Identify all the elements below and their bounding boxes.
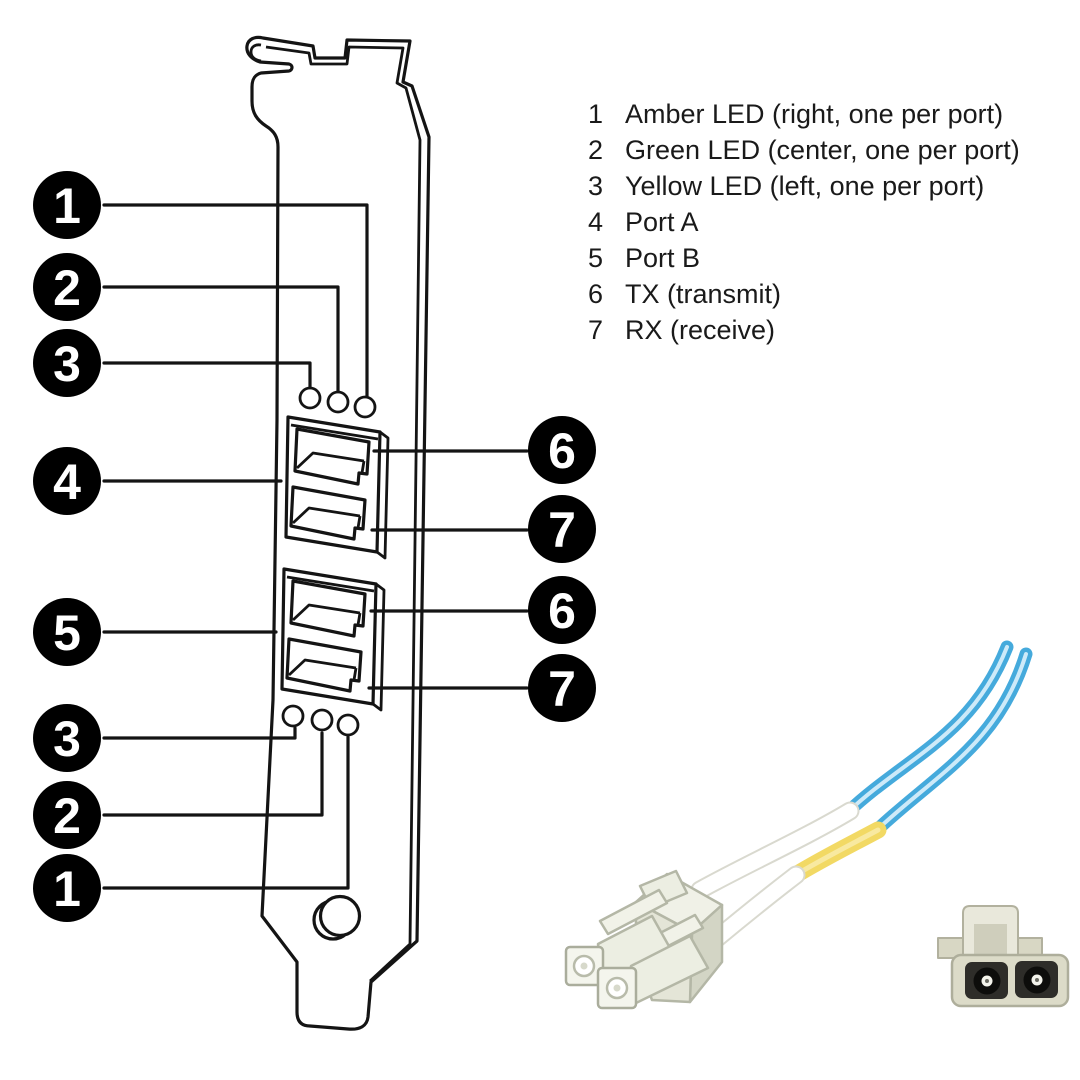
connector-latch-lever-1 [598,888,669,936]
badge-number: 6 [548,583,576,639]
coupler-core-right [1035,978,1039,982]
legend-label: Amber LED (right, one per port) [625,99,1004,129]
leader-2-top [102,285,340,393]
legend-label: Port B [625,243,701,273]
callout-badge: 6 [528,416,596,484]
badge-circle [33,329,101,397]
led-dot-green-bottom [310,708,334,732]
legend-label: Green LED (center, one per port) [625,135,1020,165]
legend: 1 Amber LED (right, one per port) 2 Gree… [588,96,1020,348]
port-rx-bore-lines [292,506,362,529]
badge-number: 3 [53,711,81,767]
badge-circle [33,781,101,849]
callout-badge: 5 [33,598,101,666]
legend-number: 4 [588,207,604,237]
ferrule-core-1 [580,962,588,970]
badge-number: 4 [53,454,81,510]
port-a-graphic [284,415,390,560]
badge-circle [528,416,596,484]
legend-label: RX (receive) [625,315,776,345]
badge-number: 1 [53,178,81,234]
badge-circle [33,704,101,772]
leader-1-bottom [102,735,350,890]
badge-circle [528,654,596,722]
badge-number: 2 [53,260,81,316]
callout-badge: 3 [33,704,101,772]
screw-hole-rim-icon [318,894,362,938]
port-rx-opening [289,485,367,541]
legend-item: 5 Port B [588,240,1020,276]
badge-number: 7 [548,661,576,717]
led-dot-yellow-top [298,386,322,410]
callout-badges-left: 1 2 3 4 5 3 2 1 [33,171,101,922]
badge-number: 3 [53,336,81,392]
jacket-tube-2 [707,867,804,948]
callout-badge: 1 [33,171,101,239]
badge-number: 2 [53,788,81,844]
legend-label: Port A [625,207,699,237]
fiber-highlight-1 [846,645,1009,814]
legend-item: 4 Port A [588,204,1020,240]
badge-number: 1 [53,861,81,917]
callout-badge: 4 [33,447,101,515]
lc-connector-body [564,869,724,1010]
badge-circle [33,854,101,922]
badge-circle [33,598,101,666]
legend-number: 3 [588,171,604,201]
legend-label: Yellow LED (left, one per port) [625,171,985,201]
badge-circle [33,171,101,239]
callout-badge: 3 [33,329,101,397]
legend-number: 6 [588,279,604,309]
badge-number: 5 [53,605,81,661]
leader-1-top [102,203,369,398]
callout-badge: 2 [33,781,101,849]
legend-item: 7 RX (receive) [588,312,1020,348]
callout-badge: 6 [528,576,596,644]
legend-item: 1 Amber LED (right, one per port) [588,96,1020,132]
coupler-core-left [985,979,989,983]
legend-number: 5 [588,243,604,273]
legend-item: 2 Green LED (center, one per port) [588,132,1020,168]
led-dot-amber-bottom [336,713,360,737]
leader-3-top [102,361,312,389]
port-tx-bore-lines [296,451,366,474]
leader-3-bottom [102,726,297,740]
callout-badge: 2 [33,253,101,321]
lc-fiber-cable-graphic [564,640,1033,1010]
badge-circle [528,576,596,644]
callout-badge: 7 [528,495,596,563]
legend-item: 6 TX (transmit) [588,276,1020,312]
leader-2-bottom [102,731,324,817]
legend-label: TX (transmit) [625,279,782,309]
badge-circle [528,495,596,563]
badge-circle [33,253,101,321]
badge-circle [33,447,101,515]
led-dot-yellow-bottom [281,704,305,728]
coupler-latch-shadow [974,924,1007,956]
ferrule-core-2 [613,984,621,992]
port-frame-depth-line [290,423,390,560]
fiber-highlight-2 [875,652,1028,832]
jacket-tube-1 [692,803,858,898]
legend-item: 3 Yellow LED (left, one per port) [588,168,1020,204]
callout-leader-lines [102,203,529,890]
legend-number: 2 [588,135,604,165]
callout-badge: 1 [33,854,101,922]
legend-number: 7 [588,315,604,345]
badge-number: 7 [548,502,576,558]
legend-number: 1 [588,99,604,129]
badge-number: 6 [548,423,576,479]
callout-badge: 7 [528,654,596,722]
led-dot-amber-top [353,395,377,419]
callout-badges-right: 6 7 6 7 [528,416,596,722]
led-dot-green-top [326,390,350,414]
bracket-hook-inner-line [249,43,262,63]
bracket-inner-fold-line [265,45,422,983]
lc-coupler-icon [937,905,1070,1008]
fiber-blue-2 [870,647,1033,837]
